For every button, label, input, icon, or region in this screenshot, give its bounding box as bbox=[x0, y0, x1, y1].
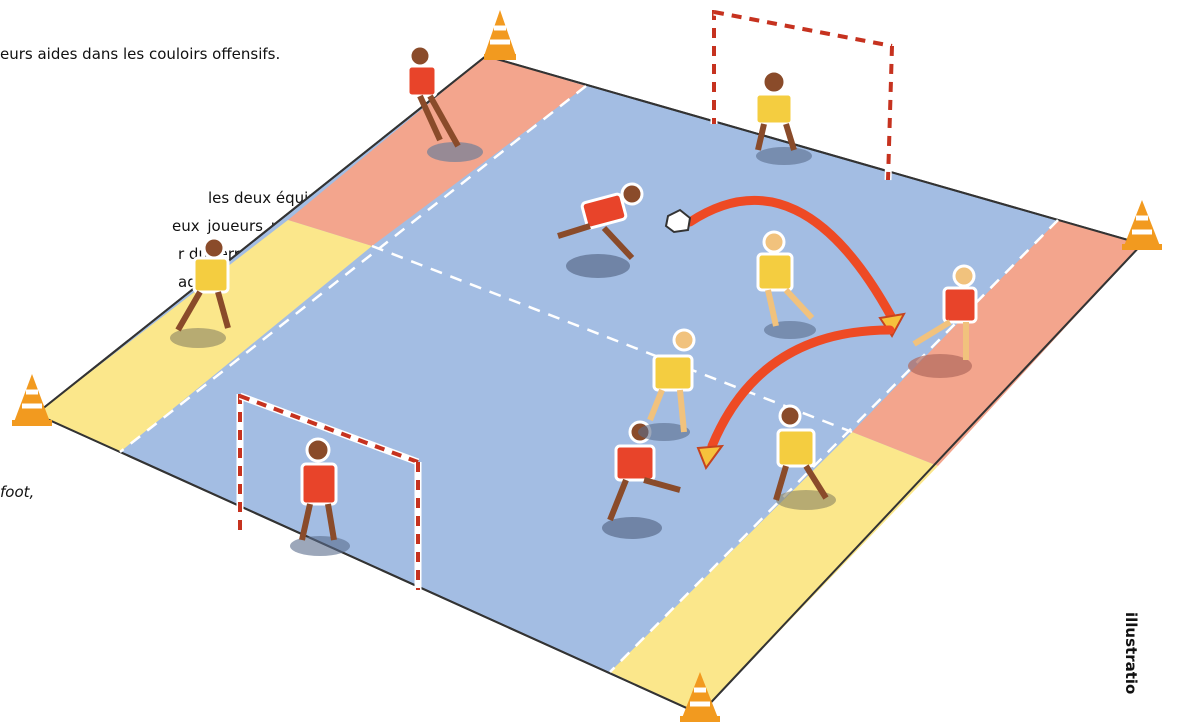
cone-right bbox=[1122, 200, 1162, 250]
player-yellow-goalkeeper bbox=[756, 71, 812, 165]
side-label: illustratio bbox=[1122, 612, 1140, 694]
cone-top-left bbox=[484, 10, 516, 60]
cone-left bbox=[12, 374, 52, 426]
